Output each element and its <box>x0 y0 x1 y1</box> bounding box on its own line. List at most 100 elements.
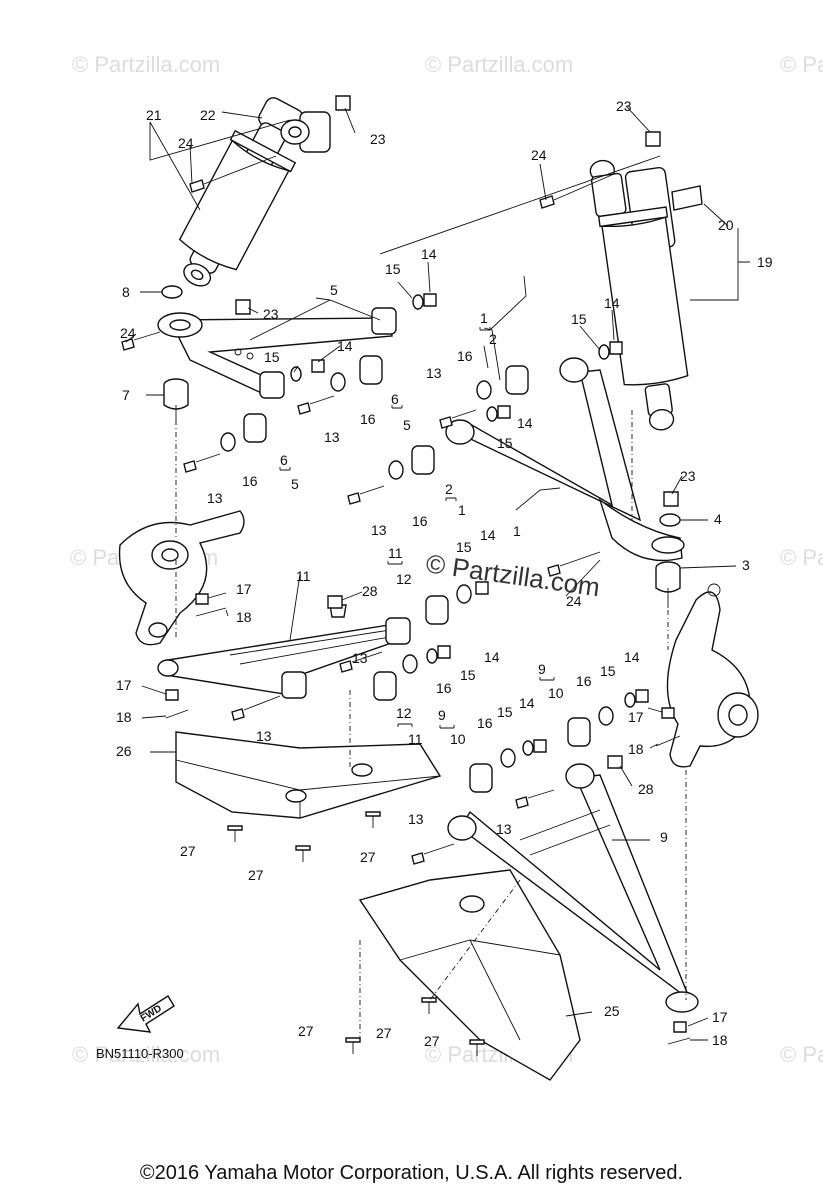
watermark: © Partzilla.com <box>425 52 573 77</box>
callout-11: 11 <box>296 568 311 584</box>
watermark: © Partzilla.com <box>780 52 823 77</box>
assembly-lines <box>175 410 687 1040</box>
diagram-code: BN51110-R300 <box>96 1046 184 1061</box>
callout-14: 14 <box>517 415 533 431</box>
callout-14: 14 <box>484 649 500 665</box>
upper-right-a-arm <box>445 357 685 562</box>
callout-16: 16 <box>576 673 592 689</box>
callout-4: 4 <box>714 511 722 527</box>
callout-13: 13 <box>207 490 223 506</box>
callout-16: 16 <box>477 715 493 731</box>
callout-22: 22 <box>200 107 216 123</box>
callout-19: 19 <box>757 254 773 270</box>
watermark: © Partzilla.com <box>780 1042 823 1067</box>
callout-14: 14 <box>480 527 496 543</box>
callout-5: 5 <box>291 476 299 492</box>
callout-2: 2 <box>445 481 453 497</box>
callout-13: 13 <box>496 821 512 837</box>
callout-15: 15 <box>600 663 616 679</box>
callout-14: 14 <box>604 295 620 311</box>
callout-13: 13 <box>352 650 368 666</box>
callout-24: 24 <box>531 147 547 163</box>
callout-23: 23 <box>370 131 386 147</box>
callout-1: 1 <box>513 523 521 539</box>
callout-16: 16 <box>436 680 452 696</box>
callout-13: 13 <box>256 728 272 744</box>
lower-left-a-arm <box>157 604 411 699</box>
callout-15: 15 <box>460 667 476 683</box>
fwd-arrow-icon: FWD <box>116 995 175 1033</box>
callout-24: 24 <box>120 325 136 341</box>
callout-18: 18 <box>236 609 252 625</box>
skid-plate-right <box>358 869 581 1081</box>
callout-16: 16 <box>360 411 376 427</box>
callout-9: 9 <box>538 661 546 677</box>
callout-20: 20 <box>718 217 734 233</box>
callout-1: 1 <box>480 310 488 326</box>
callout-27: 27 <box>360 849 376 865</box>
callout-17: 17 <box>116 677 132 693</box>
callout-28: 28 <box>638 781 654 797</box>
callout-13: 13 <box>408 811 424 827</box>
left-shock-absorber <box>178 97 331 287</box>
callout-28: 28 <box>362 583 378 599</box>
callout-5: 5 <box>403 417 411 433</box>
callout-11: 11 <box>388 545 403 561</box>
left-steering-knuckle <box>118 510 245 646</box>
callout-27: 27 <box>424 1033 440 1049</box>
callout-13: 13 <box>324 429 340 445</box>
callout-21: 21 <box>146 107 162 123</box>
callout-16: 16 <box>457 348 473 364</box>
callout-10: 10 <box>450 731 466 747</box>
callout-14: 14 <box>421 246 437 262</box>
callout-labels: 21 22 23 24 8 23 5 24 7 15 14 15 14 6 5 … <box>116 98 773 1049</box>
callout-3: 3 <box>742 557 750 573</box>
callout-18: 18 <box>628 741 644 757</box>
callout-5: 5 <box>330 282 338 298</box>
callout-17: 17 <box>712 1009 728 1025</box>
bushings-and-hardware <box>121 95 691 1045</box>
lower-right-a-arm <box>447 763 699 1013</box>
callout-16: 16 <box>412 513 428 529</box>
callout-12: 12 <box>396 571 412 587</box>
callout-10: 10 <box>548 685 564 701</box>
callout-2: 2 <box>489 331 497 347</box>
callout-23: 23 <box>616 98 632 114</box>
callout-23: 23 <box>263 306 279 322</box>
callout-13: 13 <box>426 365 442 381</box>
callout-15: 15 <box>571 311 587 327</box>
group-brackets <box>279 327 555 729</box>
leader-lines <box>125 105 750 1041</box>
callout-14: 14 <box>624 649 640 665</box>
callout-25: 25 <box>604 1003 620 1019</box>
callout-27: 27 <box>248 867 264 883</box>
callout-12: 12 <box>396 705 412 721</box>
callout-9: 9 <box>438 707 446 723</box>
callout-26: 26 <box>116 743 132 759</box>
callout-15: 15 <box>497 435 513 451</box>
callout-23: 23 <box>680 468 696 484</box>
upper-left-a-arm <box>157 307 397 399</box>
callout-14: 14 <box>519 695 535 711</box>
callout-24: 24 <box>178 135 194 151</box>
callout-24: 24 <box>566 593 582 609</box>
watermark: © Partzilla.com <box>780 545 823 570</box>
callout-15: 15 <box>456 539 472 555</box>
callout-17: 17 <box>236 581 252 597</box>
watermark: © Partzilla.com <box>72 52 220 77</box>
callout-11: 11 <box>408 731 423 747</box>
right-shock-absorber <box>589 159 703 431</box>
callout-8: 8 <box>122 284 130 300</box>
callout-7: 7 <box>122 387 130 403</box>
skid-plate-left <box>175 731 442 819</box>
callout-16: 16 <box>242 473 258 489</box>
callout-15: 15 <box>497 704 513 720</box>
ball-joints <box>163 378 681 608</box>
watermark: © Partzilla.com <box>72 1042 220 1067</box>
skid-plate-bolts <box>227 811 485 1056</box>
callout-6: 6 <box>280 452 288 468</box>
callout-9: 9 <box>660 829 668 845</box>
callout-27: 27 <box>180 843 196 859</box>
callout-14: 14 <box>337 338 353 354</box>
